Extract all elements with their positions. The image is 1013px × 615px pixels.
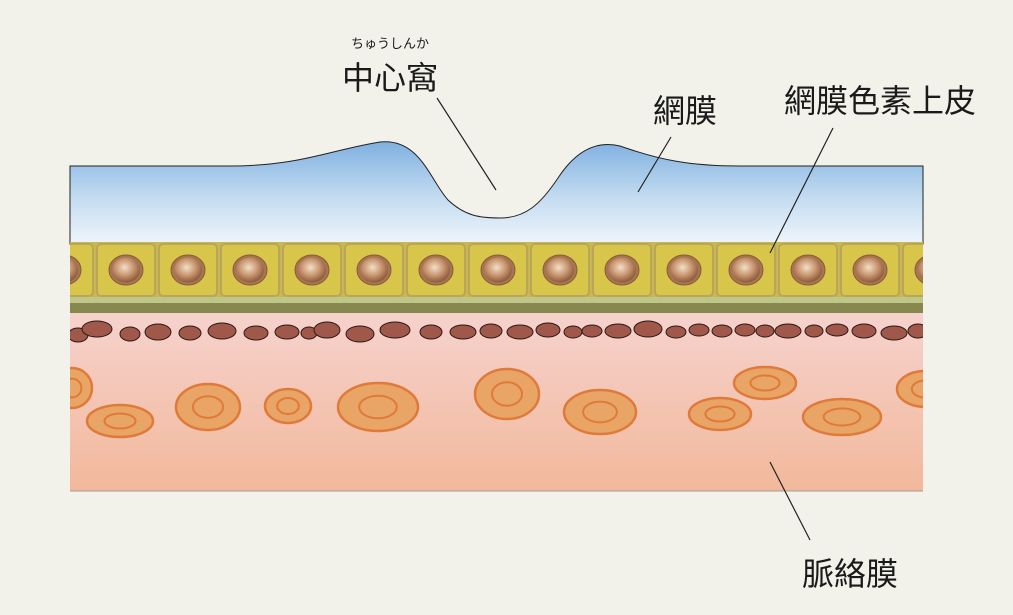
- rpe-cell: [716, 243, 776, 297]
- melanin-granule: [274, 324, 300, 340]
- rpe-cell: [530, 243, 590, 297]
- rpe-cell: [592, 243, 652, 297]
- retina-label: 網膜: [653, 92, 717, 130]
- choroid-vessel: [174, 382, 242, 432]
- rpe-cell: [406, 243, 466, 297]
- melanin-granule: [825, 323, 849, 337]
- melanin-granule: [804, 324, 824, 338]
- rpe-cell: [468, 243, 528, 297]
- melanin-granule: [688, 323, 710, 337]
- melanin-granule: [581, 324, 603, 338]
- choroid-vessel: [732, 365, 798, 401]
- melanin-granule: [907, 323, 923, 339]
- melanin-granule: [755, 324, 775, 338]
- rpe-nucleus: [484, 257, 512, 283]
- rpe-cell: [96, 243, 156, 297]
- rpe-cell: [344, 243, 404, 297]
- choroid-vessel: [473, 367, 541, 421]
- choroid-vessel: [263, 387, 313, 425]
- fovea-ruby-label: ちゅうしんか: [351, 37, 429, 52]
- rpe-nucleus: [422, 257, 450, 283]
- rpe-cell: [902, 243, 923, 297]
- melanin-granule: [178, 325, 202, 341]
- choroid-vessel: [336, 381, 420, 433]
- rpe-nucleus: [112, 257, 140, 283]
- melanin-granule: [851, 323, 877, 339]
- melanin-granule: [734, 323, 756, 337]
- rpe-cells: [70, 243, 923, 297]
- rpe-cell: [282, 243, 342, 297]
- bruch-membrane-band: [70, 297, 923, 303]
- bruch-membrane-band-dark: [70, 303, 923, 313]
- choroid-vessel: [687, 396, 753, 432]
- melanin-granule: [535, 322, 561, 338]
- melanin-granule: [880, 325, 908, 341]
- melanin-granule: [479, 323, 503, 339]
- rpe-cell: [158, 243, 218, 297]
- choroid-vessel: [801, 397, 883, 437]
- rpe-nucleus: [732, 257, 760, 283]
- melanin-granule: [449, 324, 477, 340]
- rpe-nucleus: [546, 257, 574, 283]
- melanin-granule: [345, 325, 375, 343]
- rpe-nucleus: [298, 257, 326, 283]
- melanin-granule: [563, 325, 583, 339]
- rpe-cell: [220, 243, 280, 297]
- rpe-nucleus: [360, 257, 388, 283]
- melanin-granule: [633, 320, 663, 338]
- melanin-granule: [144, 323, 172, 341]
- melanin-granule: [313, 321, 341, 339]
- rpe-cell: [840, 243, 900, 297]
- melanin-granule: [379, 321, 411, 339]
- melanin-granule: [711, 324, 733, 338]
- fovea-label: 中心窩: [342, 59, 438, 97]
- choroid-vessel: [895, 369, 923, 409]
- choroid-label: 脈絡膜: [802, 555, 898, 593]
- choroid-leader-line: [769, 461, 811, 541]
- melanin-granule: [419, 324, 443, 340]
- rpe-nucleus: [70, 258, 78, 282]
- rpe-nucleus: [918, 260, 923, 280]
- choroid-vessel: [70, 366, 94, 410]
- melanin-granules: [70, 320, 923, 343]
- melanin-granule: [774, 323, 802, 339]
- rpe-cell: [70, 243, 94, 297]
- rpe-nucleus: [670, 257, 698, 283]
- rpe-nucleus: [174, 257, 202, 283]
- melanin-granule: [506, 324, 534, 340]
- retina-layer: [69, 141, 924, 245]
- rpe-nucleus: [236, 257, 264, 283]
- melanin-granule: [207, 322, 237, 340]
- choroid-vessel: [85, 403, 155, 439]
- melanin-granule: [81, 320, 113, 338]
- melanin-granule: [119, 326, 141, 342]
- melanin-granule: [604, 323, 632, 339]
- retina-leader-line: [637, 136, 672, 193]
- choroid-vessels: [70, 365, 923, 439]
- rpe-cell: [654, 243, 714, 297]
- rpe-cell: [778, 243, 838, 297]
- melanin-granule: [243, 325, 269, 341]
- fovea-leader-line: [436, 97, 497, 191]
- melanin-granule: [665, 325, 687, 339]
- rpe-label: 網膜色素上皮: [784, 82, 976, 120]
- rpe-nucleus: [794, 257, 822, 283]
- rpe-nucleus: [608, 257, 636, 283]
- rpe-leader-line: [769, 127, 834, 254]
- rpe-nucleus: [856, 257, 884, 283]
- choroid-vessel: [562, 388, 638, 436]
